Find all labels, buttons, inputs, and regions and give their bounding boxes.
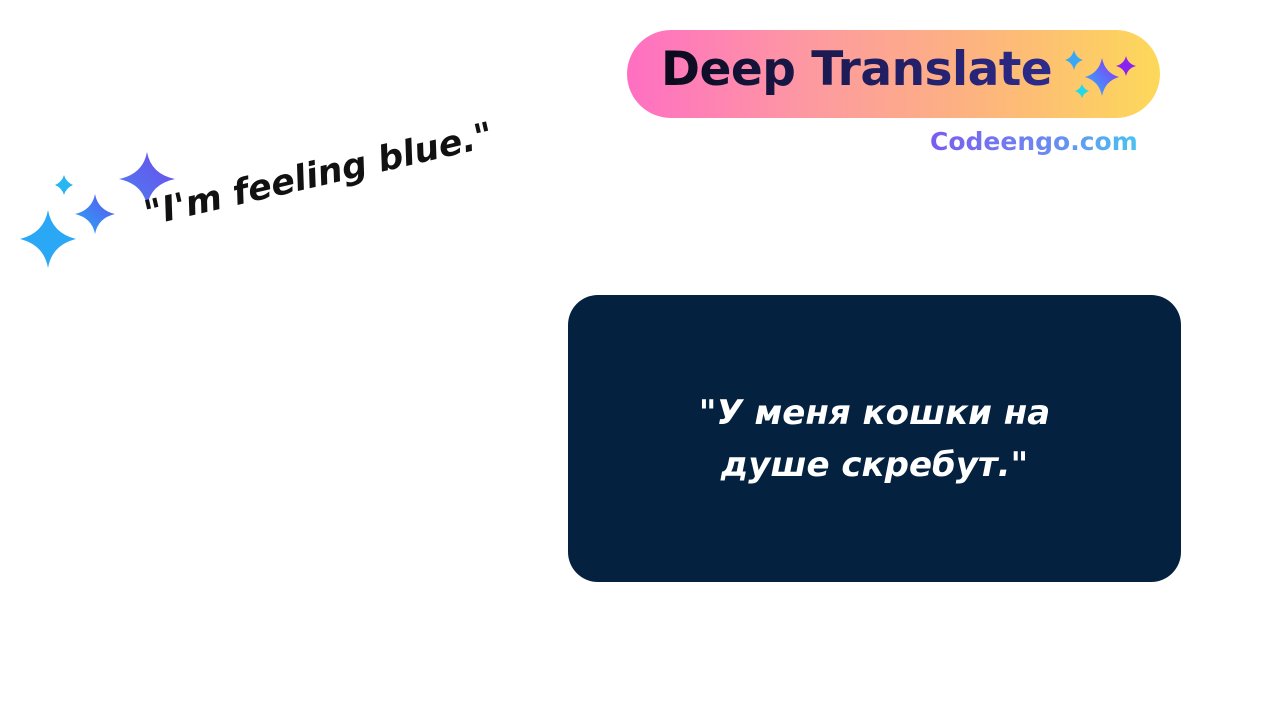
banner-title: Deep Translate bbox=[661, 42, 1053, 97]
translation-card: "У меня кошки на душе скребут." bbox=[568, 295, 1181, 582]
source-phrase: "I'm feeling blue." bbox=[140, 115, 498, 235]
sparkles-icon bbox=[1065, 50, 1136, 98]
translation-text: "У меня кошки на душе скребут." bbox=[698, 392, 1051, 485]
sparkles-icon bbox=[20, 152, 175, 268]
title-banner: Deep Translate bbox=[627, 30, 1160, 118]
site-link[interactable]: Codeengo.com bbox=[930, 127, 1138, 156]
